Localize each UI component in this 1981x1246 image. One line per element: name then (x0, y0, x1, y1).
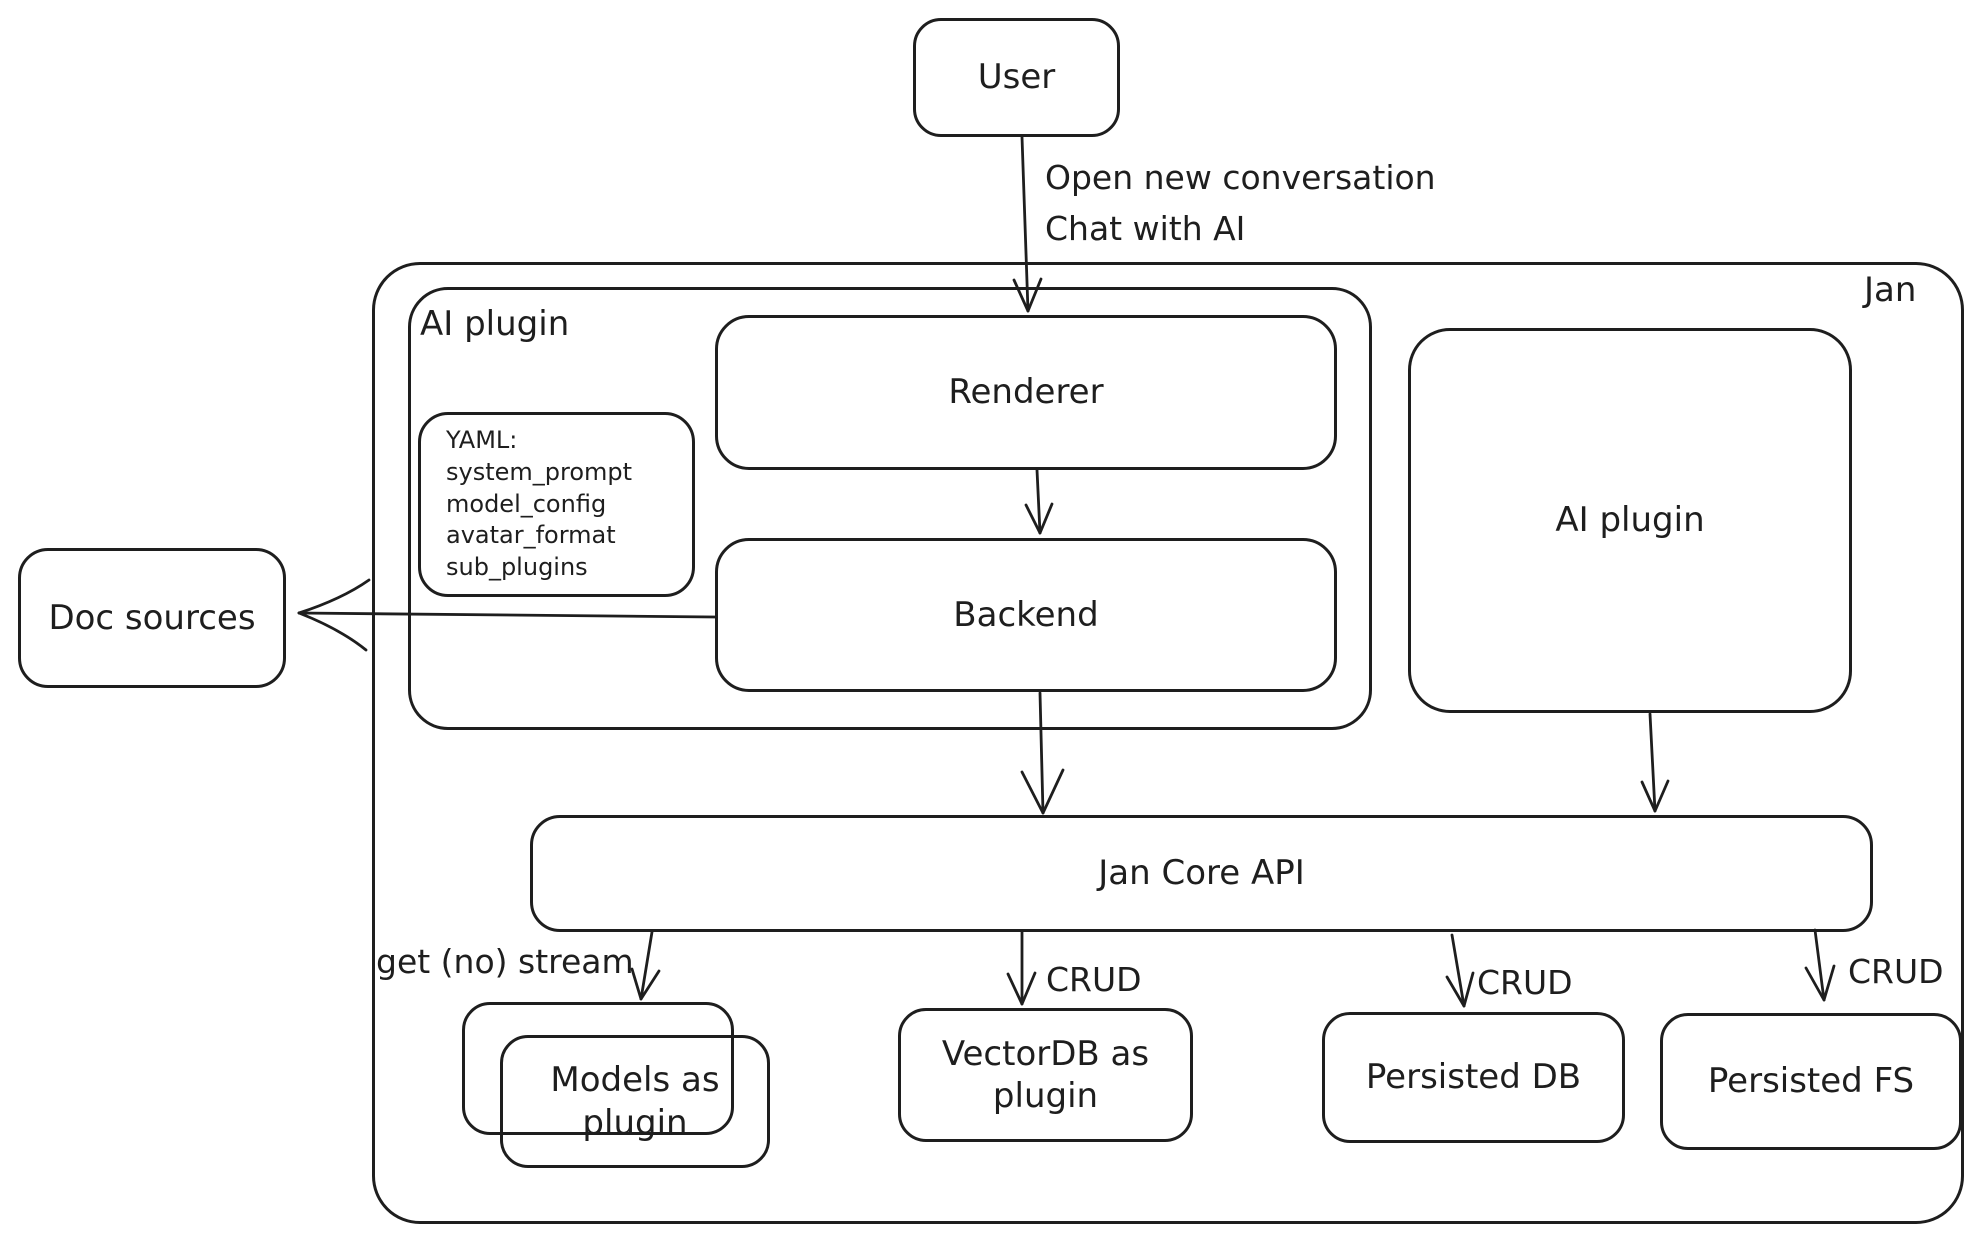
yaml-note-text: YAML: system_prompt model_config avatar_… (446, 426, 633, 581)
models-as-plugin-label: Models as plugin (550, 1060, 720, 1143)
backend-node: Backend (715, 538, 1337, 692)
ai-plugin-group-label: AI plugin (420, 304, 570, 344)
edge-label-user-to-renderer: Open new conversation Chat with AI (1045, 158, 1436, 249)
renderer-node: Renderer (715, 315, 1337, 470)
doc-sources-node-label: Doc sources (48, 597, 256, 638)
models-as-plugin-node-back (462, 1002, 734, 1135)
models-as-plugin-node: Models as plugin (500, 1035, 770, 1168)
persisted-db-node: Persisted DB (1322, 1012, 1625, 1143)
user-node-label: User (977, 57, 1056, 98)
jan-core-api-node: Jan Core API (530, 815, 1873, 932)
vectordb-as-plugin-node: VectorDB as plugin (898, 1008, 1193, 1142)
persisted-db-label: Persisted DB (1365, 1057, 1582, 1098)
ai-plugin-right-node: AI plugin (1408, 328, 1852, 713)
jan-container-box (372, 262, 1964, 1224)
edge-label-crud-persisted-fs: CRUD (1848, 952, 1944, 991)
persisted-fs-label: Persisted FS (1707, 1061, 1915, 1102)
ai-plugin-group-box (408, 287, 1372, 730)
user-node: User (913, 18, 1120, 137)
backend-node-label: Backend (953, 594, 1099, 635)
doc-sources-node: Doc sources (18, 548, 286, 688)
edge-label-crud-persisted-db: CRUD (1477, 963, 1573, 1002)
edge-label-get-no-stream: get (no) stream (376, 942, 634, 981)
jan-core-api-node-label: Jan Core API (1098, 853, 1305, 894)
yaml-note: YAML: system_prompt model_config avatar_… (418, 412, 695, 597)
renderer-node-label: Renderer (948, 372, 1104, 413)
jan-container-label: Jan (1864, 270, 1917, 310)
ai-plugin-right-node-label: AI plugin (1555, 500, 1705, 541)
edge-label-crud-vectordb: CRUD (1046, 960, 1142, 999)
vectordb-as-plugin-label: VectorDB as plugin (941, 1033, 1150, 1117)
persisted-fs-node: Persisted FS (1660, 1013, 1962, 1150)
